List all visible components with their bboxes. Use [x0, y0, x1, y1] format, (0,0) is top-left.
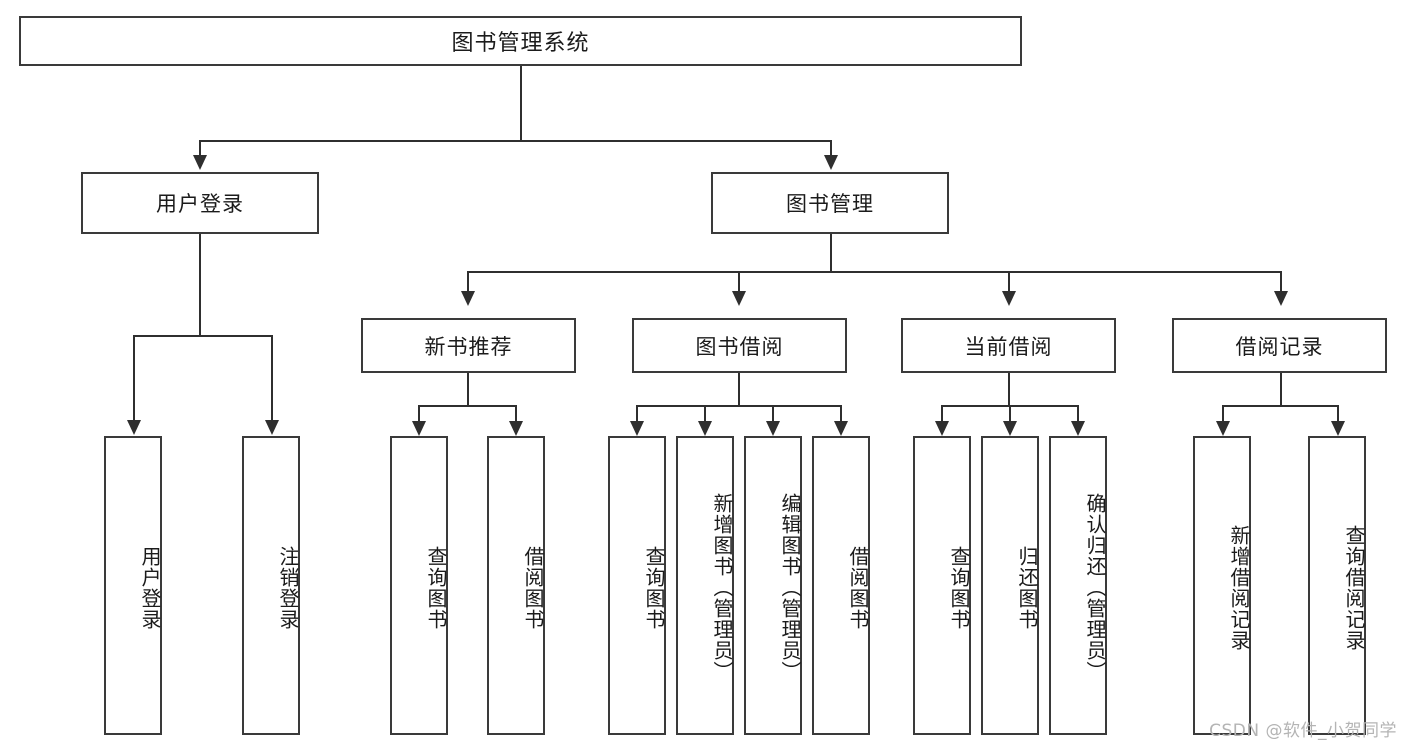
arrow-book-mgmt-to-current-borrow — [1002, 291, 1016, 306]
connector-root-to-book-mgmt — [830, 140, 832, 158]
leaf-borrow-record-query-label: 查询借阅记录 — [1342, 524, 1366, 651]
node-borrow-record[interactable]: 借阅记录 — [1172, 318, 1387, 373]
leaf-book-borrow-add-label: 新增图书（管理员） — [710, 493, 734, 682]
leaf-current-borrow-confirm[interactable]: 确认归还（管理员） — [1049, 436, 1107, 735]
connector-book-borrow-bus — [636, 405, 842, 407]
connector-root-to-user-login — [199, 140, 201, 158]
connector-root-trunk — [520, 66, 522, 141]
connector-user-login-bus — [133, 335, 272, 337]
arrow-current-borrow-leaf1 — [935, 421, 949, 436]
arrow-new-book-leaf2 — [509, 421, 523, 436]
node-user-login-label: 用户登录 — [156, 192, 244, 216]
leaf-user-login-login-label: 用户登录 — [138, 545, 162, 630]
arrow-root-to-book-mgmt — [824, 155, 838, 170]
arrow-borrow-record-leaf2 — [1331, 421, 1345, 436]
node-current-borrow[interactable]: 当前借阅 — [901, 318, 1116, 373]
connector-current-borrow-trunk — [1008, 373, 1010, 406]
leaf-book-borrow-add[interactable]: 新增图书（管理员） — [676, 436, 734, 735]
connector-borrow-record-leaf2 — [1337, 405, 1339, 423]
leaf-new-book-query[interactable]: 查询图书 — [390, 436, 448, 735]
arrow-book-borrow-leaf3 — [766, 421, 780, 436]
leaf-book-borrow-query-label: 查询图书 — [642, 545, 666, 630]
node-user-login[interactable]: 用户登录 — [81, 172, 319, 234]
connector-current-borrow-leaf3 — [1077, 405, 1079, 423]
leaf-borrow-record-add-label: 新增借阅记录 — [1227, 524, 1251, 651]
connector-borrow-record-leaf1 — [1222, 405, 1224, 423]
connector-user-login-trunk — [199, 234, 201, 336]
leaf-new-book-query-label: 查询图书 — [424, 545, 448, 630]
connector-book-borrow-leaf4 — [840, 405, 842, 423]
leaf-user-login-logout[interactable]: 注销登录 — [242, 436, 300, 735]
leaf-book-borrow-borrow[interactable]: 借阅图书 — [812, 436, 870, 735]
node-book-management-label: 图书管理 — [786, 192, 874, 216]
connector-book-borrow-leaf3 — [772, 405, 774, 423]
connector-current-borrow-leaf1 — [941, 405, 943, 423]
arrow-user-login-leaf1 — [127, 420, 141, 435]
arrow-current-borrow-leaf2 — [1003, 421, 1017, 436]
connector-book-mgmt-trunk — [830, 234, 832, 272]
connector-borrow-record-bus — [1222, 405, 1339, 407]
connector-new-book-leaf2 — [515, 405, 517, 423]
node-current-borrow-label: 当前借阅 — [964, 334, 1053, 359]
leaf-current-borrow-return-label: 归还图书 — [1015, 545, 1039, 630]
connector-root-bus — [199, 140, 831, 142]
leaf-user-login-login[interactable]: 用户登录 — [104, 436, 162, 735]
connector-new-book-trunk — [467, 373, 469, 406]
leaf-book-borrow-edit-label: 编辑图书（管理员） — [778, 493, 802, 682]
leaf-book-borrow-borrow-label: 借阅图书 — [846, 545, 870, 630]
node-book-borrow[interactable]: 图书借阅 — [632, 318, 847, 373]
connector-book-mgmt-to-current-borrow — [1008, 271, 1010, 293]
leaf-new-book-borrow[interactable]: 借阅图书 — [487, 436, 545, 735]
connector-book-borrow-leaf1 — [636, 405, 638, 423]
arrow-user-login-leaf2 — [265, 420, 279, 435]
connector-book-mgmt-bus — [467, 271, 1282, 273]
leaf-book-borrow-edit[interactable]: 编辑图书（管理员） — [744, 436, 802, 735]
connector-current-borrow-leaf2 — [1009, 405, 1011, 423]
arrow-book-mgmt-to-new-book — [461, 291, 475, 306]
connector-book-borrow-leaf2 — [704, 405, 706, 423]
node-book-management[interactable]: 图书管理 — [711, 172, 949, 234]
leaf-user-login-logout-label: 注销登录 — [276, 545, 300, 630]
node-new-book-recommend[interactable]: 新书推荐 — [361, 318, 576, 373]
node-borrow-record-label: 借阅记录 — [1235, 334, 1324, 359]
node-root[interactable]: 图书管理系统 — [19, 16, 1022, 66]
leaf-current-borrow-query-label: 查询图书 — [947, 545, 971, 630]
arrow-root-to-user-login — [193, 155, 207, 170]
connector-book-mgmt-to-book-borrow — [738, 271, 740, 293]
node-root-label: 图书管理系统 — [451, 31, 590, 56]
node-book-borrow-label: 图书借阅 — [695, 334, 784, 359]
leaf-current-borrow-return[interactable]: 归还图书 — [981, 436, 1039, 735]
connector-user-login-leaf1 — [133, 335, 135, 422]
leaf-current-borrow-query[interactable]: 查询图书 — [913, 436, 971, 735]
leaf-borrow-record-add[interactable]: 新增借阅记录 — [1193, 436, 1251, 735]
node-new-book-recommend-label: 新书推荐 — [424, 334, 513, 359]
arrow-book-borrow-leaf2 — [698, 421, 712, 436]
arrow-book-mgmt-to-book-borrow — [732, 291, 746, 306]
watermark: CSDN @软件_小贺同学 — [1209, 721, 1397, 741]
leaf-current-borrow-confirm-label: 确认归还（管理员） — [1083, 493, 1107, 682]
leaf-borrow-record-query[interactable]: 查询借阅记录 — [1308, 436, 1366, 735]
arrow-current-borrow-leaf3 — [1071, 421, 1085, 436]
leaf-book-borrow-query[interactable]: 查询图书 — [608, 436, 666, 735]
arrow-book-mgmt-to-borrow-record — [1274, 291, 1288, 306]
connector-book-mgmt-to-borrow-record — [1280, 271, 1282, 293]
leaf-new-book-borrow-label: 借阅图书 — [521, 545, 545, 630]
connector-new-book-leaf1 — [418, 405, 420, 423]
connector-book-borrow-trunk — [738, 373, 740, 406]
connector-user-login-leaf2 — [271, 335, 273, 422]
arrow-book-borrow-leaf1 — [630, 421, 644, 436]
connector-new-book-bus — [418, 405, 517, 407]
arrow-new-book-leaf1 — [412, 421, 426, 436]
arrow-borrow-record-leaf1 — [1216, 421, 1230, 436]
connector-borrow-record-trunk — [1280, 373, 1282, 406]
arrow-book-borrow-leaf4 — [834, 421, 848, 436]
connector-book-mgmt-to-new-book — [467, 271, 469, 293]
